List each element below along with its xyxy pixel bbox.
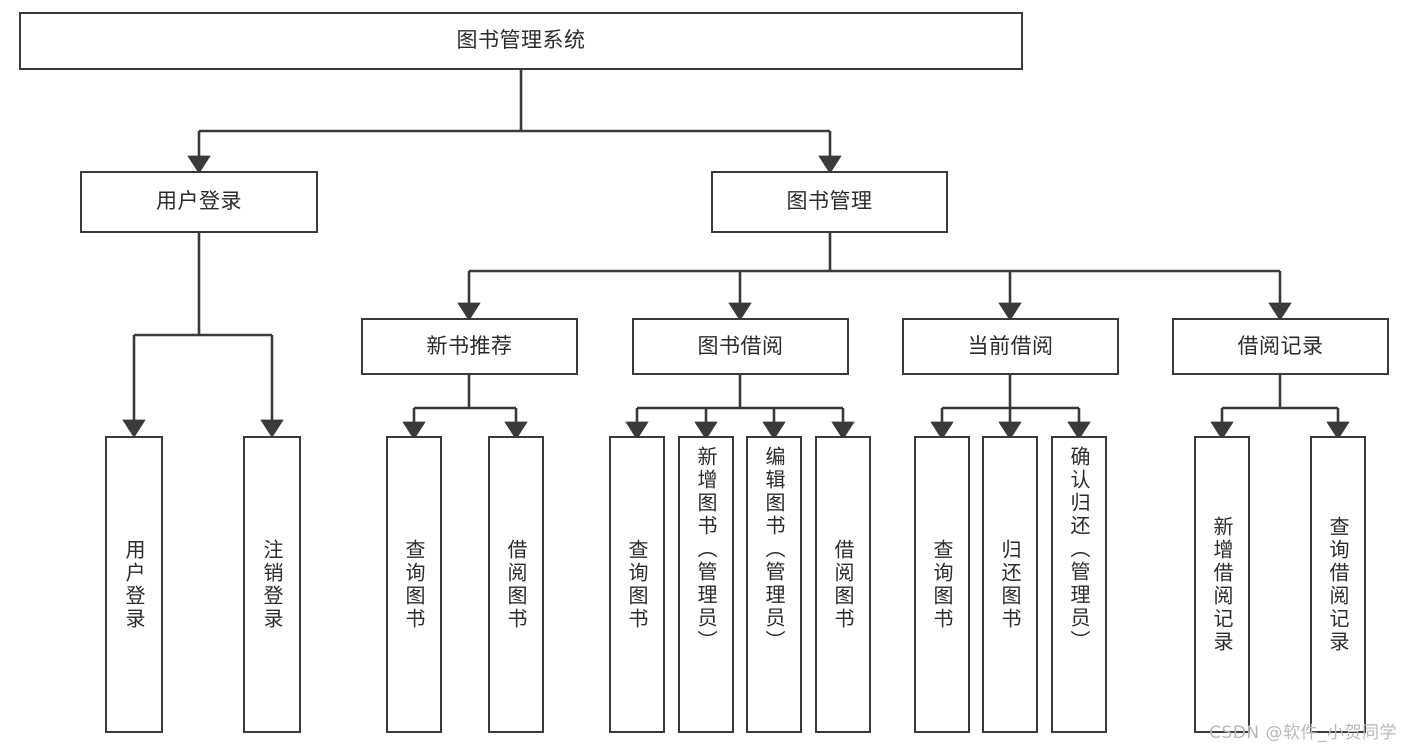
leaf-borrow-record-query-record[interactable]: 查询借阅记录 xyxy=(1310,436,1366,733)
node-label: 借阅图书 xyxy=(504,538,528,631)
node-label: 新增图书（管理员） xyxy=(694,446,718,653)
node-label: 图书借阅 xyxy=(697,333,784,358)
node-label: 新增借阅记录 xyxy=(1210,515,1234,654)
node-label: 用户登录 xyxy=(156,189,242,214)
node-book-borrow[interactable]: 图书借阅 xyxy=(632,318,849,375)
node-label: 归还图书 xyxy=(998,538,1022,631)
leaf-current-borrow-query-book[interactable]: 查询图书 xyxy=(914,436,970,733)
node-label: 查询图书 xyxy=(930,538,954,631)
node-label: 图书管理系统 xyxy=(456,28,586,53)
node-label: 当前借阅 xyxy=(967,333,1054,358)
leaf-book-borrow-edit-book-admin[interactable]: 编辑图书（管理员） xyxy=(746,436,802,733)
node-label: 新书推荐 xyxy=(426,333,513,358)
leaf-new-book-query-book[interactable]: 查询图书 xyxy=(386,436,442,733)
node-label: 编辑图书（管理员） xyxy=(762,446,786,653)
node-new-book-recommend[interactable]: 新书推荐 xyxy=(361,318,578,375)
node-current-borrow[interactable]: 当前借阅 xyxy=(902,318,1119,375)
node-label: 查询借阅记录 xyxy=(1326,515,1350,654)
node-borrow-record[interactable]: 借阅记录 xyxy=(1172,318,1389,375)
leaf-user-login-logout[interactable]: 注销登录 xyxy=(243,436,301,733)
node-label: 查询图书 xyxy=(625,538,649,631)
node-label: 用户登录 xyxy=(122,538,146,631)
node-label: 确认归还（管理员） xyxy=(1067,446,1091,653)
leaf-new-book-borrow-book[interactable]: 借阅图书 xyxy=(488,436,544,733)
leaf-current-borrow-confirm-return-admin[interactable]: 确认归还（管理员） xyxy=(1051,436,1107,733)
leaf-borrow-record-add-record[interactable]: 新增借阅记录 xyxy=(1194,436,1250,733)
leaf-user-login-login[interactable]: 用户登录 xyxy=(105,436,163,733)
node-label: 注销登录 xyxy=(260,538,284,631)
csdn-watermark: CSDN @软件_小贺同学 xyxy=(1209,723,1397,743)
leaf-book-borrow-add-book-admin[interactable]: 新增图书（管理员） xyxy=(678,436,734,733)
node-book-management[interactable]: 图书管理 xyxy=(711,171,948,233)
node-label: 查询图书 xyxy=(402,538,426,631)
leaf-book-borrow-borrow-book[interactable]: 借阅图书 xyxy=(815,436,871,733)
node-label: 借阅图书 xyxy=(831,538,855,631)
node-root-book-management-system[interactable]: 图书管理系统 xyxy=(19,12,1023,70)
node-label: 图书管理 xyxy=(786,189,873,214)
leaf-book-borrow-query-book[interactable]: 查询图书 xyxy=(609,436,665,733)
node-user-login[interactable]: 用户登录 xyxy=(80,171,318,233)
node-label: 借阅记录 xyxy=(1237,333,1324,358)
leaf-current-borrow-return-book[interactable]: 归还图书 xyxy=(982,436,1038,733)
